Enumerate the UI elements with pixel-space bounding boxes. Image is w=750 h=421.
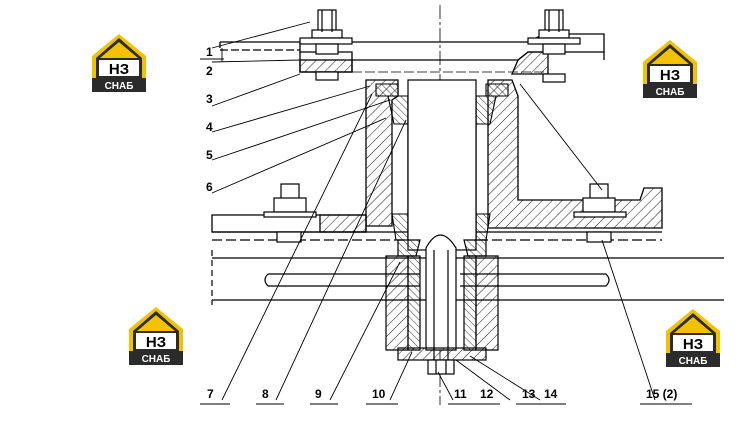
- callout-12: 12: [480, 387, 494, 401]
- bolt-lower-left: [263, 183, 317, 243]
- bolt-lower-right: [573, 183, 627, 243]
- callout-10: 10: [372, 387, 386, 401]
- upper-bearings: [375, 83, 509, 125]
- svg-text:СНАБ: СНАБ: [679, 356, 708, 367]
- callout-8: 8: [262, 387, 269, 401]
- svg-text:СНАБ: СНАБ: [105, 81, 134, 92]
- svg-text:СНАБ: СНАБ: [142, 354, 171, 365]
- logo-bottom-left: НЗ СНАБ: [129, 307, 183, 365]
- svg-text:СНАБ: СНАБ: [656, 87, 685, 98]
- callout-4: 4: [206, 120, 213, 134]
- svg-text:НЗ: НЗ: [146, 334, 166, 351]
- lower-bearings: [391, 213, 491, 241]
- bolt-top-right: [527, 9, 581, 83]
- callout-1: 1: [206, 45, 213, 59]
- callout-labels: 1 2 3 4 5 6 7 8 9 10 11 12 13 14 15 (2): [206, 45, 677, 401]
- bolt-top-left: [299, 9, 353, 81]
- logo-top-right: НЗ СНАБ: [643, 40, 697, 98]
- callout-5: 5: [206, 148, 213, 162]
- callout-15: 15 (2): [646, 387, 677, 401]
- callout-7: 7: [207, 387, 214, 401]
- callout-2: 2: [206, 64, 213, 78]
- callout-9: 9: [315, 387, 322, 401]
- callout-6: 6: [206, 180, 213, 194]
- svg-text:НЗ: НЗ: [660, 67, 680, 84]
- leader-lines: [211, 21, 656, 401]
- logo-bottom-right: НЗ СНАБ: [666, 309, 720, 367]
- callout-14: 14: [544, 387, 558, 401]
- spindle: [385, 79, 499, 375]
- callout-3: 3: [206, 92, 213, 106]
- svg-text:НЗ: НЗ: [109, 61, 129, 78]
- svg-text:НЗ: НЗ: [683, 336, 703, 353]
- callout-13: 13: [522, 387, 536, 401]
- callout-11: 11: [454, 387, 467, 401]
- logo-top-left: НЗ СНАБ: [92, 34, 146, 92]
